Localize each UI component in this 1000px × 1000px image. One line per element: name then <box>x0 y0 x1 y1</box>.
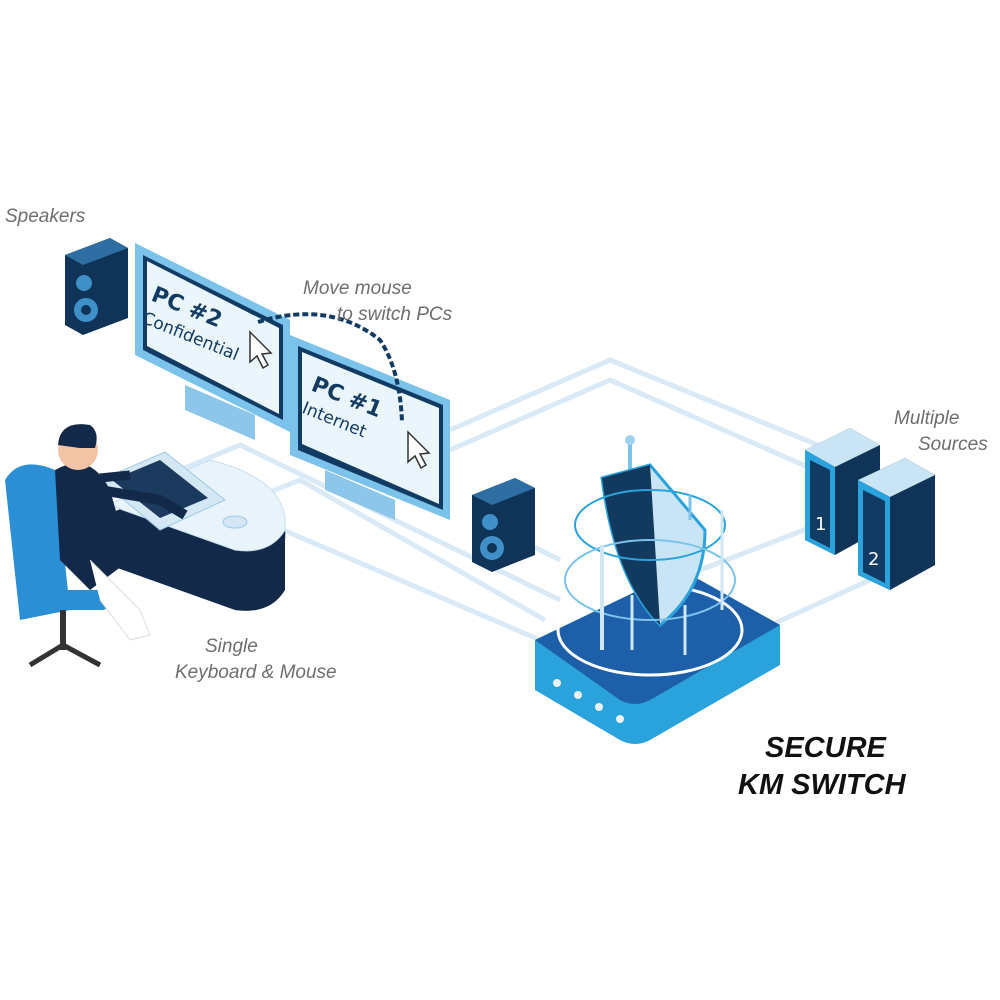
secure-label: SECURE <box>765 732 888 764</box>
server-2-icon: 2 <box>858 458 935 590</box>
cursor-icon <box>407 430 431 470</box>
sources-label: Sources <box>918 434 988 455</box>
monitor-pc2: PC #2 Confidential <box>135 243 290 440</box>
speaker-icon <box>472 478 535 572</box>
keyboard-icon <box>112 460 208 518</box>
switch-arrow-icon <box>257 312 404 423</box>
speaker-icon <box>65 238 128 335</box>
speakers-label: Speakers <box>5 206 86 227</box>
km-switch-label: KM SWITCH <box>738 769 907 801</box>
mouse-icon <box>222 515 248 529</box>
cursor-icon <box>249 330 273 370</box>
user-at-desk-illustration <box>5 424 286 668</box>
multiple-label: Multiple <box>894 408 959 429</box>
server-number: 1 <box>815 514 826 535</box>
move-mouse-label: Move mouse <box>303 278 412 299</box>
shield-icon <box>564 435 736 655</box>
km-switch-device <box>535 576 780 744</box>
server-number: 2 <box>868 549 879 570</box>
keyboard-mouse-label: Keyboard & Mouse <box>175 662 337 683</box>
single-label: Single <box>205 636 258 657</box>
monitor-pc1: PC #1 Internet <box>290 335 450 520</box>
move-mouse-label-2: to switch PCs <box>337 304 453 325</box>
